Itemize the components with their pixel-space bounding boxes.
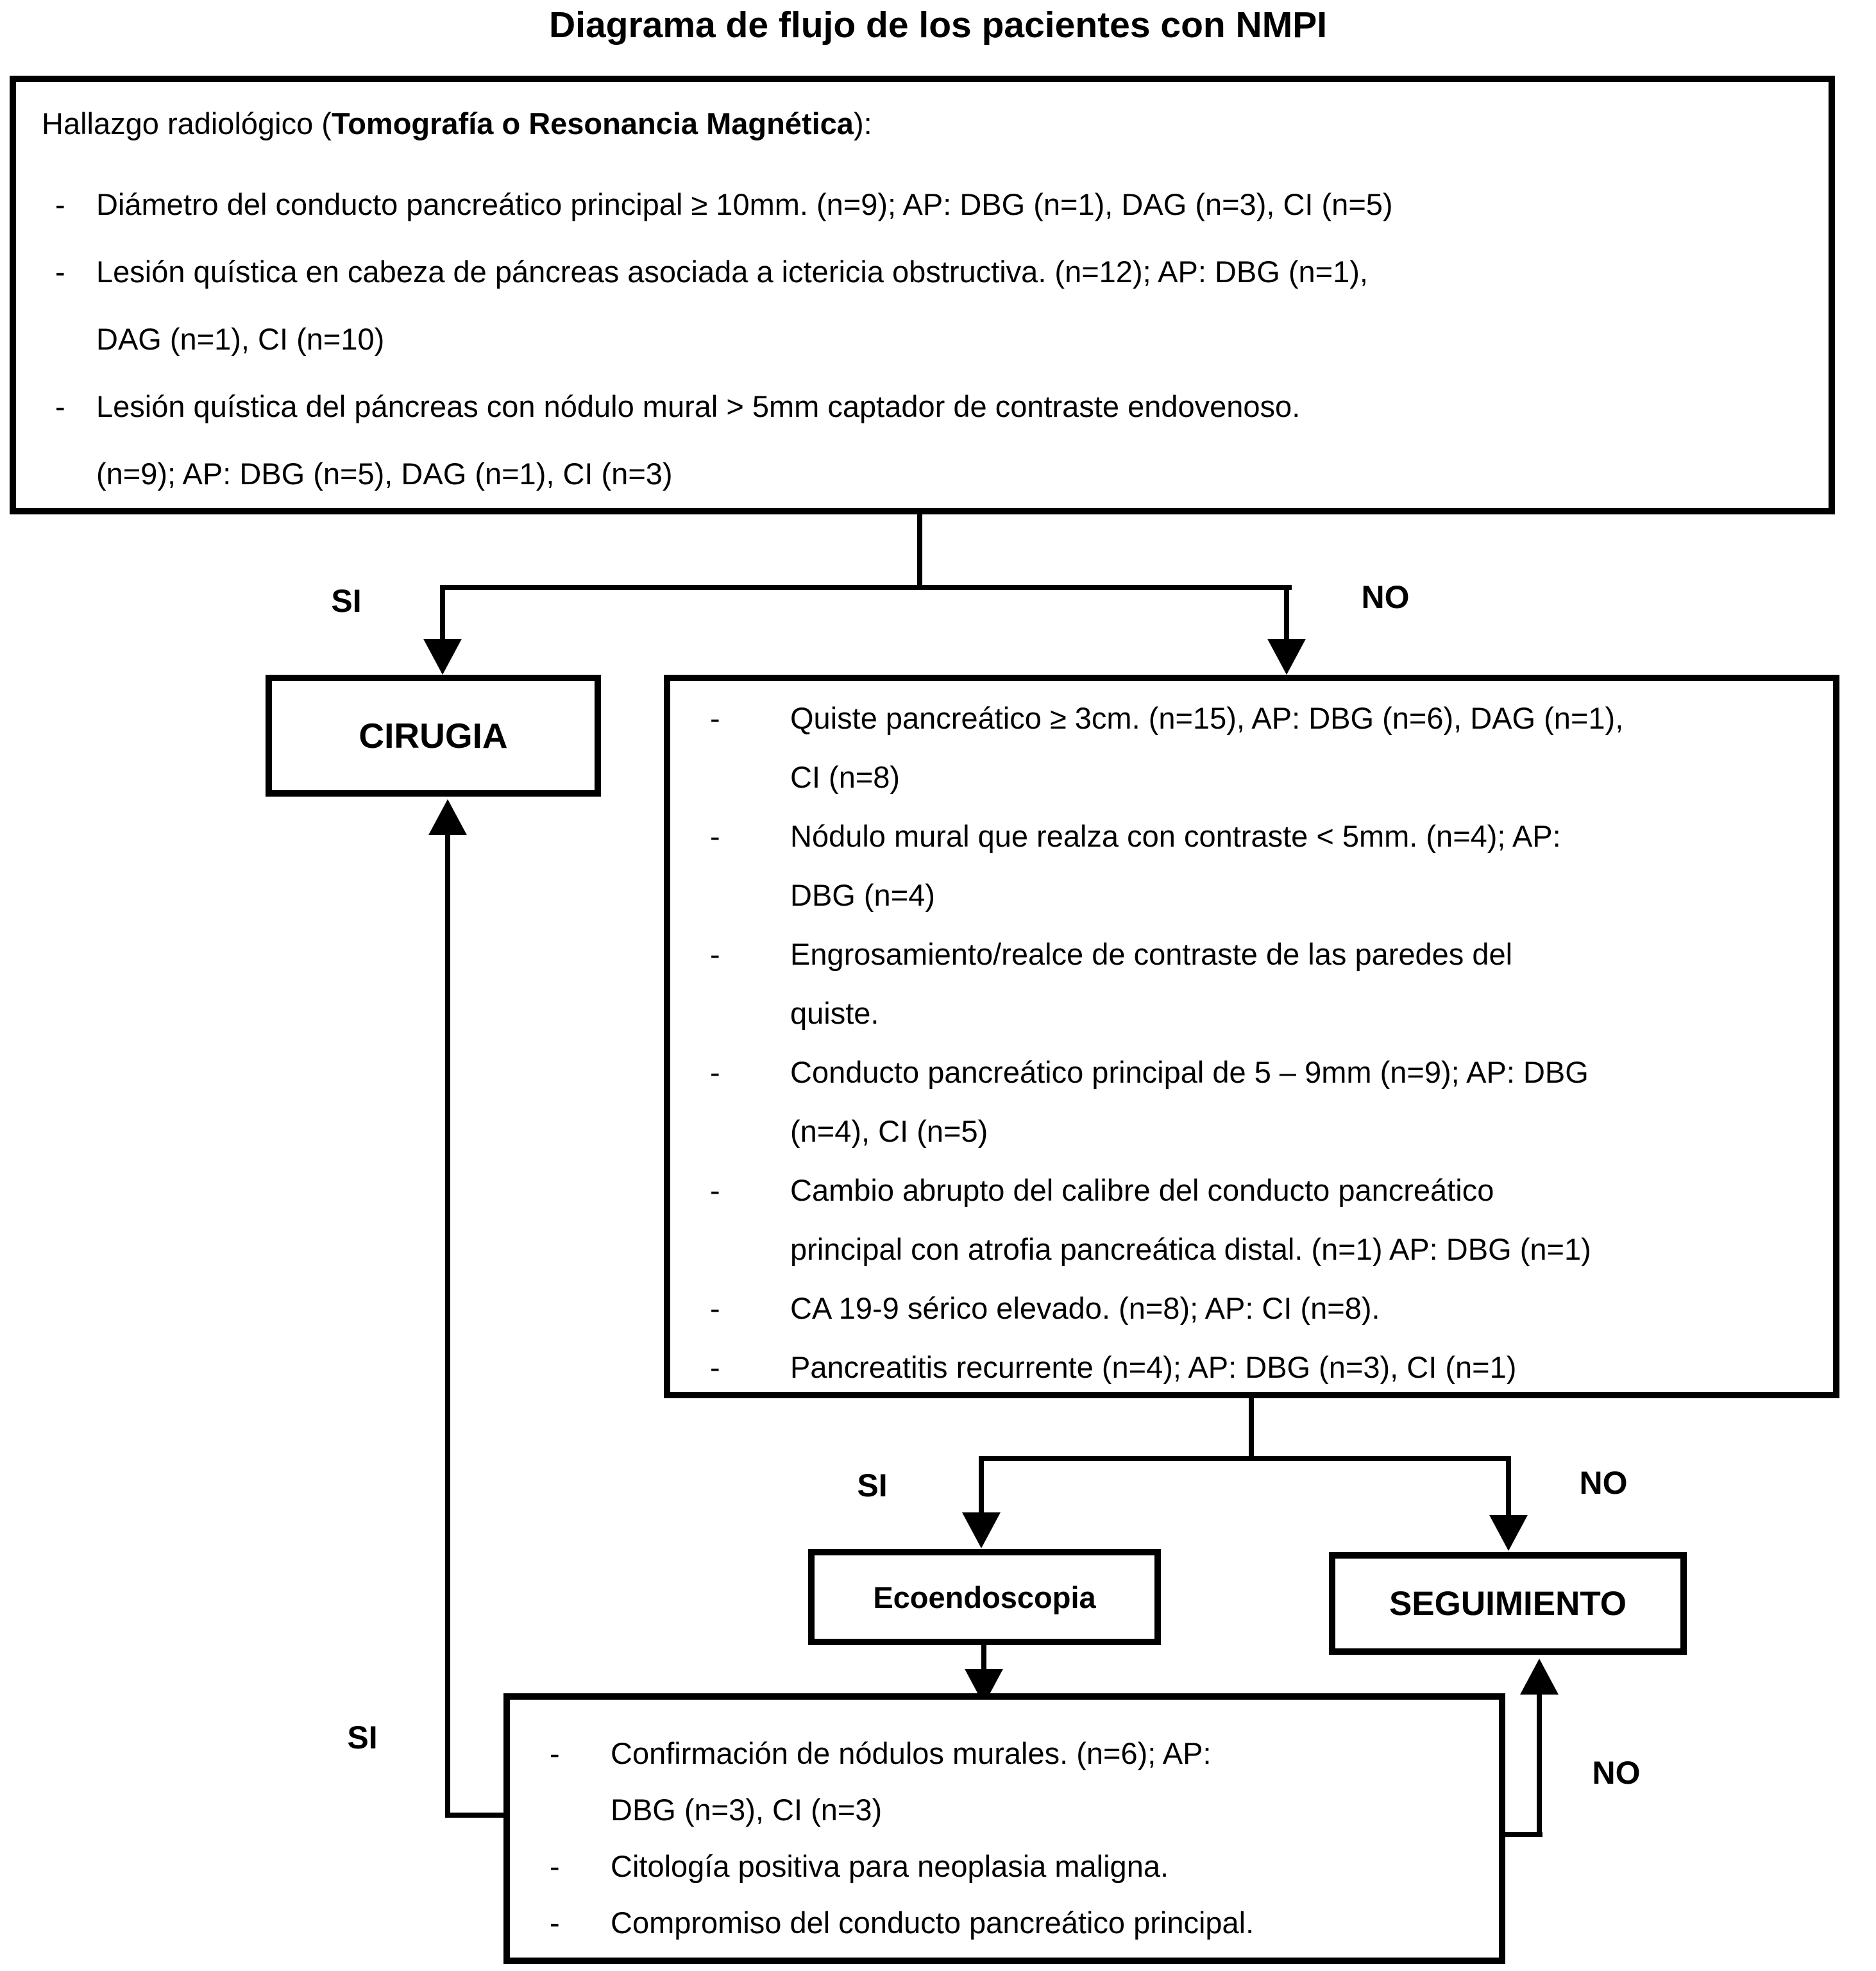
connector-split2-right-drop: [1506, 1456, 1511, 1515]
loop-followup-no-label: NO: [1592, 1755, 1641, 1791]
connector-split1-horizontal: [443, 585, 1292, 590]
header-suffix: ):: [853, 106, 872, 140]
list-item: - Pancreatitis recurrente (n=4); AP: DBG…: [710, 1338, 1814, 1397]
followup-label: SEGUIMIENTO: [1389, 1584, 1627, 1623]
bullet-marker: -: [55, 187, 65, 221]
decision1-no-label: NO: [1361, 579, 1410, 615]
connector-confirm-to-surgery-vertical: [445, 833, 450, 1818]
list-item: - Diámetro del conducto pancreático prin…: [42, 171, 1803, 238]
surgery-label: CIRUGIA: [359, 716, 508, 756]
header-prefix: Hallazgo radiológico (: [42, 106, 332, 140]
arrowhead-up-to-followup-icon: [1520, 1659, 1559, 1695]
arrowhead-down-to-followup-icon: [1489, 1515, 1528, 1551]
radiology-findings-box: Hallazgo radiológico (Tomografía o Reson…: [10, 76, 1835, 514]
connector-confirm-to-followup-stub: [1504, 1832, 1542, 1837]
connector-criteria-stem: [1249, 1398, 1254, 1461]
confirmation-text: Confirmación de nódulos murales. (n=6); …: [611, 1736, 1212, 1827]
criteria-text: Cambio abrupto del calibre del conducto …: [790, 1173, 1591, 1266]
connector-topbox-stem: [917, 513, 922, 589]
decision1-yes-label: SI: [331, 583, 362, 619]
header-bold-text: Tomografía o Resonancia Magnética: [331, 106, 854, 140]
list-item: - Cambio abrupto del calibre del conduct…: [710, 1161, 1814, 1279]
bullet-marker: -: [710, 1173, 720, 1207]
list-item: - Conducto pancreático principal de 5 – …: [710, 1043, 1814, 1161]
echoendoscopy-box: Ecoendoscopia: [808, 1549, 1161, 1645]
list-item: - Confirmación de nódulos murales. (n=6)…: [550, 1725, 1480, 1838]
connector-split2-left-drop: [979, 1456, 984, 1515]
list-item: - Citología positiva para neoplasia mali…: [550, 1838, 1480, 1895]
bullet-marker: -: [55, 255, 65, 289]
confirmation-criteria-box: - Confirmación de nódulos murales. (n=6)…: [503, 1693, 1505, 1964]
bullet-marker: -: [550, 1736, 560, 1770]
decision2-yes-label: SI: [857, 1468, 888, 1503]
secondary-criteria-box: - Quiste pancreático ≥ 3cm. (n=15), AP: …: [664, 675, 1839, 1398]
connector-echo-to-confirm: [981, 1645, 986, 1676]
loop-surgery-yes-label: SI: [347, 1720, 378, 1755]
surgery-box: CIRUGIA: [266, 675, 601, 797]
list-item: - Nódulo mural que realza con contraste …: [710, 807, 1814, 925]
connector-split1-right-drop: [1284, 585, 1289, 643]
finding-text: Lesión quística del páncreas con nódulo …: [96, 389, 1301, 491]
arrowhead-down-to-surgery-icon: [423, 639, 462, 675]
echoendoscopy-label: Ecoendoscopia: [873, 1580, 1096, 1614]
followup-box: SEGUIMIENTO: [1329, 1552, 1687, 1655]
bullet-marker: -: [710, 937, 720, 971]
page-title: Diagrama de flujo de los pacientes con N…: [548, 4, 1328, 46]
bullet-marker: -: [55, 389, 65, 423]
arrowhead-down-to-echo-icon: [962, 1512, 1001, 1548]
bullet-marker: -: [710, 1055, 720, 1089]
bullet-marker: -: [550, 1906, 560, 1940]
arrowhead-down-to-criteria-icon: [1267, 639, 1306, 675]
list-item: - Lesión quística en cabeza de páncreas …: [42, 238, 1803, 373]
criteria-text: Nódulo mural que realza con contraste < …: [790, 819, 1561, 912]
list-item: - CA 19-9 sérico elevado. (n=8); AP: CI …: [710, 1279, 1814, 1338]
radiology-findings-header: Hallazgo radiológico (Tomografía o Reson…: [42, 95, 1803, 153]
decision2-no-label: NO: [1579, 1465, 1628, 1501]
arrowhead-up-to-surgery-icon: [428, 799, 467, 835]
criteria-text: Pancreatitis recurrente (n=4); AP: DBG (…: [790, 1350, 1517, 1384]
connector-confirm-to-surgery-stub: [445, 1813, 509, 1818]
finding-text: Diámetro del conducto pancreático princi…: [96, 187, 1393, 221]
bullet-marker: -: [710, 701, 720, 735]
list-item: - Lesión quística del páncreas con nódul…: [42, 373, 1803, 507]
confirmation-text: Compromiso del conducto pancreático prin…: [611, 1906, 1255, 1940]
list-item: - Compromiso del conducto pancreático pr…: [550, 1895, 1480, 1951]
bullet-marker: -: [710, 1291, 720, 1325]
criteria-text: Quiste pancreático ≥ 3cm. (n=15), AP: DB…: [790, 701, 1624, 794]
connector-split1-left-drop: [440, 585, 445, 643]
bullet-marker: -: [710, 1350, 720, 1384]
bullet-marker: -: [550, 1849, 560, 1883]
criteria-text: Conducto pancreático principal de 5 – 9m…: [790, 1055, 1589, 1148]
list-item: - Quiste pancreático ≥ 3cm. (n=15), AP: …: [710, 689, 1814, 807]
connector-split2-horizontal: [979, 1456, 1511, 1461]
confirmation-text: Citología positiva para neoplasia malign…: [611, 1849, 1169, 1883]
criteria-text: CA 19-9 sérico elevado. (n=8); AP: CI (n…: [790, 1291, 1380, 1325]
finding-text: Lesión quística en cabeza de páncreas as…: [96, 255, 1368, 356]
criteria-text: Engrosamiento/realce de contraste de las…: [790, 937, 1513, 1030]
bullet-marker: -: [710, 819, 720, 853]
connector-confirm-to-followup-vertical: [1537, 1693, 1542, 1837]
list-item: - Engrosamiento/realce de contraste de l…: [710, 925, 1814, 1043]
